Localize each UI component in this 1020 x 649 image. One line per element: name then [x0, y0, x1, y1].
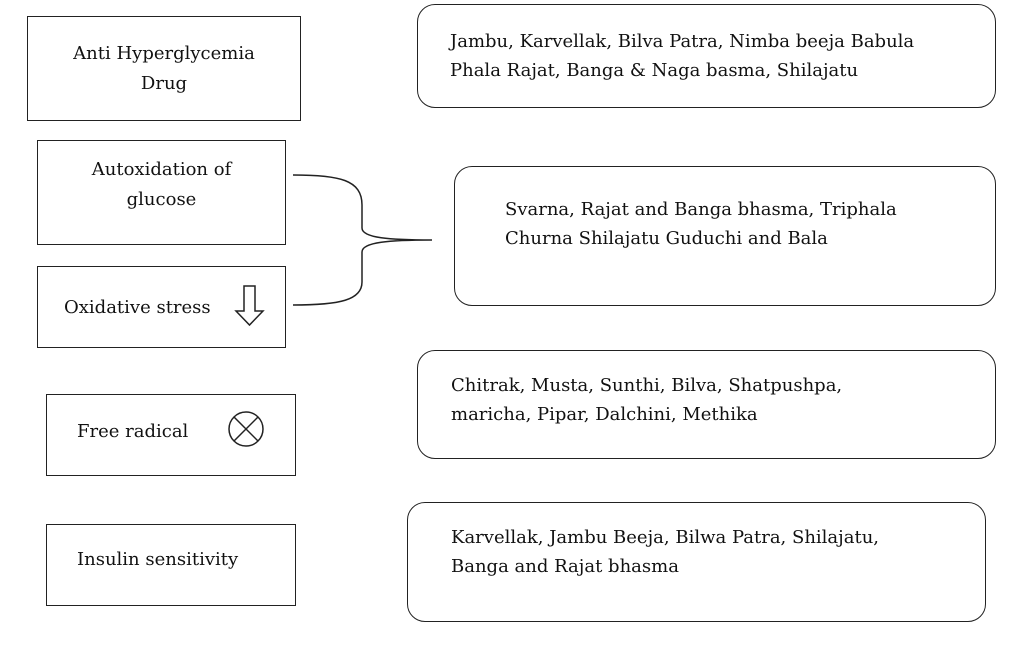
anti-hyperglycemia-drugs-text: Jambu, Karvellak, Bilva Patra, Nimba bee…	[450, 31, 915, 81]
insulin-sensitivity-box: Insulin sensitivity	[46, 524, 296, 606]
down-arrow-icon	[234, 285, 265, 327]
free-radical-drugs-box: Chitrak, Musta, Sunthi, Bilva, Shatpushp…	[417, 350, 996, 459]
insulin-drugs-box: Karvellak, Jambu Beeja, Bilwa Patra, Shi…	[407, 502, 986, 622]
brace-connector	[292, 174, 433, 306]
oxidation-drugs-text: Svarna, Rajat and Banga bhasma, Triphala…	[505, 199, 897, 249]
free-radical-label: Free radical	[77, 421, 189, 442]
anti-hyperglycemia-label: Anti Hyperglycemia Drug	[73, 42, 255, 94]
free-radical-drugs-text: Chitrak, Musta, Sunthi, Bilva, Shatpushp…	[451, 375, 843, 425]
autoxidation-label: Autoxidation of glucose	[91, 159, 232, 210]
autoxidation-box: Autoxidation of glucose	[37, 140, 286, 245]
anti-hyperglycemia-box: Anti Hyperglycemia Drug	[27, 16, 301, 121]
oxidation-drugs-box: Svarna, Rajat and Banga bhasma, Triphala…	[454, 166, 996, 306]
anti-hyperglycemia-drugs-box: Jambu, Karvellak, Bilva Patra, Nimba bee…	[417, 4, 996, 108]
circled-x-icon	[228, 411, 264, 447]
insulin-sensitivity-label: Insulin sensitivity	[77, 549, 239, 570]
insulin-drugs-text: Karvellak, Jambu Beeja, Bilwa Patra, Shi…	[451, 527, 880, 577]
oxidative-stress-label: Oxidative stress	[64, 297, 211, 318]
